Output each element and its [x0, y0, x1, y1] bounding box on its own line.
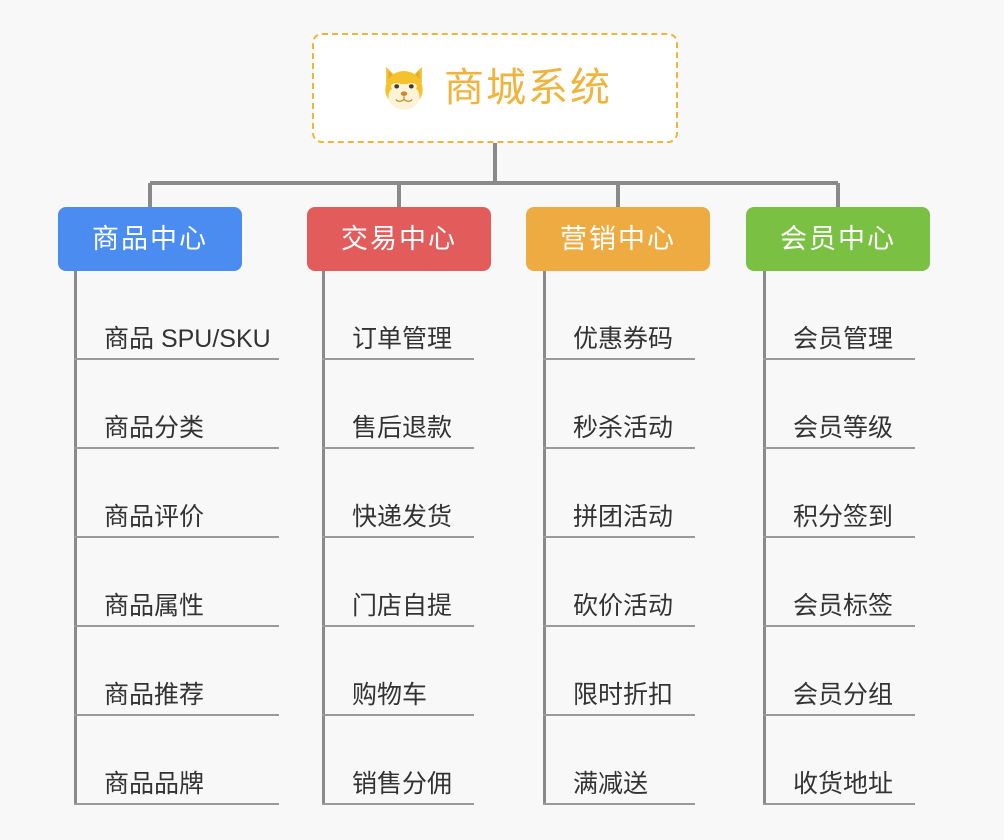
leaf-item-label: 会员标签	[793, 592, 894, 620]
root-title: 商城系统	[444, 66, 612, 110]
leaf-item-underline	[74, 358, 279, 360]
leaf-item-underline	[74, 447, 279, 449]
leaf-item[interactable]: 购物车	[322, 627, 534, 716]
leaf-item[interactable]: 销售分佣	[322, 716, 534, 805]
leaf-item[interactable]: 商品品牌	[74, 716, 339, 805]
leaf-item-underline	[543, 358, 695, 360]
leaf-item-label: 商品品牌	[104, 770, 205, 798]
leaf-column-3: 优惠券码秒杀活动拼团活动砍价活动限时折扣满减送	[543, 271, 755, 805]
leaf-item-underline	[322, 625, 474, 627]
leaf-item-label: 销售分佣	[352, 770, 453, 798]
leaf-item-underline	[763, 447, 915, 449]
leaf-item-underline	[74, 803, 279, 805]
leaf-column-1: 商品 SPU/SKU 商品分类商品评价商品属性商品推荐商品品牌	[74, 271, 339, 805]
leaf-item-underline	[322, 536, 474, 538]
leaf-column-4: 会员管理会员等级积分签到会员标签会员分组收货地址	[763, 271, 975, 805]
category-label: 商品中心	[92, 223, 208, 254]
leaf-item-label: 收货地址	[793, 770, 894, 798]
leaf-spine	[74, 271, 77, 805]
category-box-1[interactable]: 商品中心	[58, 207, 242, 271]
leaf-item-underline	[763, 358, 915, 360]
leaf-item-underline	[74, 536, 279, 538]
leaf-item-label: 商品属性	[104, 592, 205, 620]
leaf-item-label: 门店自提	[352, 592, 453, 620]
category-label: 营销中心	[560, 223, 676, 254]
leaf-item-label: 积分签到	[793, 503, 894, 531]
leaf-item[interactable]: 积分签到	[763, 449, 975, 538]
leaf-item-label: 商品 SPU/SKU	[104, 325, 271, 353]
leaf-item-underline	[322, 803, 474, 805]
leaf-item-label: 商品分类	[104, 414, 205, 442]
leaf-item-label: 拼团活动	[573, 503, 674, 531]
leaf-item-underline	[543, 447, 695, 449]
leaf-item[interactable]: 商品评价	[74, 449, 339, 538]
leaf-item-underline	[543, 625, 695, 627]
leaf-item-underline	[763, 714, 915, 716]
leaf-item[interactable]: 满减送	[543, 716, 755, 805]
leaf-column-2: 订单管理售后退款快递发货门店自提购物车销售分佣	[322, 271, 534, 805]
leaf-item-underline	[74, 625, 279, 627]
leaf-item-underline	[322, 358, 474, 360]
leaf-item-underline	[763, 625, 915, 627]
category-box-4[interactable]: 会员中心	[746, 207, 930, 271]
leaf-item[interactable]: 会员分组	[763, 627, 975, 716]
category-box-2[interactable]: 交易中心	[307, 207, 491, 271]
leaf-item[interactable]: 秒杀活动	[543, 360, 755, 449]
leaf-item[interactable]: 快递发货	[322, 449, 534, 538]
leaf-item[interactable]: 限时折扣	[543, 627, 755, 716]
leaf-item-underline	[763, 803, 915, 805]
leaf-item[interactable]: 商品属性	[74, 538, 339, 627]
leaf-item-label: 快递发货	[352, 503, 453, 531]
leaf-item-label: 购物车	[352, 681, 428, 709]
leaf-item-underline	[543, 803, 695, 805]
category-label: 交易中心	[341, 223, 457, 254]
leaf-spine	[763, 271, 766, 805]
leaf-item[interactable]: 优惠券码	[543, 271, 755, 360]
shiba-dog-face-icon	[385, 66, 423, 110]
leaf-item-underline	[74, 714, 279, 716]
leaf-item[interactable]: 会员管理	[763, 271, 975, 360]
leaf-item-label: 订单管理	[352, 325, 453, 353]
leaf-item[interactable]: 砍价活动	[543, 538, 755, 627]
leaf-item-label: 限时折扣	[573, 681, 674, 709]
leaf-item-label: 砍价活动	[573, 592, 674, 620]
leaf-item[interactable]: 门店自提	[322, 538, 534, 627]
leaf-item[interactable]: 订单管理	[322, 271, 534, 360]
leaf-item[interactable]: 收货地址	[763, 716, 975, 805]
leaf-item-underline	[543, 714, 695, 716]
leaf-spine	[322, 271, 325, 805]
leaf-item-label: 满减送	[573, 770, 649, 798]
leaf-item-label: 会员管理	[793, 325, 894, 353]
leaf-spine	[543, 271, 546, 805]
root-node[interactable]: 商城系统	[312, 33, 678, 143]
leaf-item-underline	[543, 536, 695, 538]
leaf-item[interactable]: 商品推荐	[74, 627, 339, 716]
leaf-item-label: 会员等级	[793, 414, 894, 442]
leaf-item-label: 商品推荐	[104, 681, 205, 709]
leaf-item-label: 优惠券码	[573, 325, 674, 353]
leaf-item-underline	[322, 447, 474, 449]
leaf-item[interactable]: 商品 SPU/SKU	[74, 271, 339, 360]
leaf-item[interactable]: 会员标签	[763, 538, 975, 627]
leaf-item-underline	[322, 714, 474, 716]
leaf-item-label: 商品评价	[104, 503, 205, 531]
category-label: 会员中心	[780, 223, 896, 254]
leaf-item[interactable]: 售后退款	[322, 360, 534, 449]
leaf-item-label: 会员分组	[793, 681, 894, 709]
category-box-3[interactable]: 营销中心	[526, 207, 710, 271]
leaf-item[interactable]: 商品分类	[74, 360, 339, 449]
leaf-item-label: 售后退款	[352, 414, 453, 442]
leaf-item-underline	[763, 536, 915, 538]
leaf-item-label: 秒杀活动	[573, 414, 674, 442]
leaf-item[interactable]: 拼团活动	[543, 449, 755, 538]
leaf-item[interactable]: 会员等级	[763, 360, 975, 449]
